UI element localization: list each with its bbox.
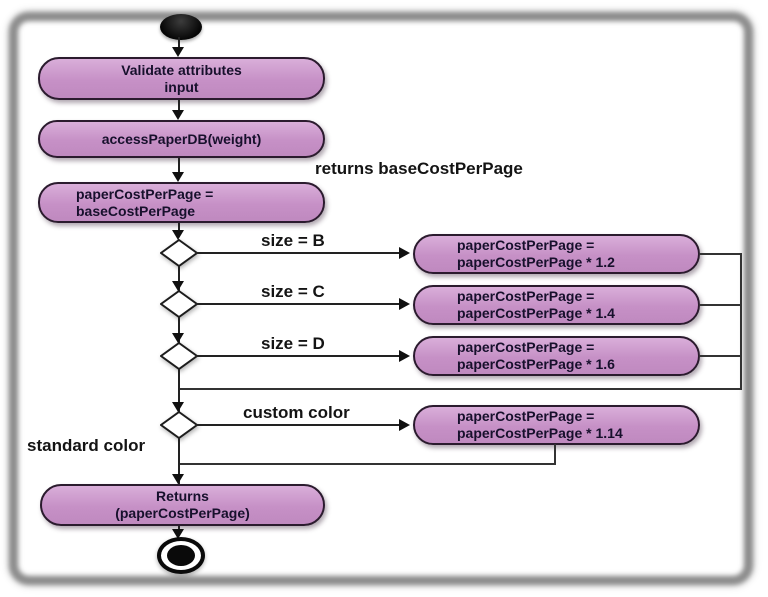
activity-validate-attributes: Validate attributes input (38, 57, 325, 100)
decision-diamond-size-c (160, 290, 198, 318)
activity-label: paperCostPerPage = (457, 339, 595, 355)
arrowhead-icon (399, 350, 410, 362)
activity-label: (paperCostPerPage) (115, 505, 250, 521)
activity-label: paperCostPerPage * 1.14 (457, 425, 623, 441)
activity-label: paperCostPerPage = (76, 185, 214, 202)
guard-custom-color: custom color (243, 403, 350, 422)
connector-line (699, 355, 742, 357)
activity-access-paper-db: accessPaperDB(weight) (38, 120, 325, 158)
activity-label: paperCostPerPage = (457, 288, 595, 304)
activity-label: paperCostPerPage * 1.4 (457, 305, 615, 321)
activity-label: paperCostPerPage = (457, 237, 595, 253)
arrowhead-icon (172, 474, 184, 484)
connector-line (196, 424, 401, 426)
arrowhead-icon (172, 172, 184, 182)
arrowhead-icon (399, 298, 410, 310)
activity-label: baseCostPerPage (76, 202, 196, 219)
activity-label: Validate attributes (121, 61, 242, 78)
arrowhead-icon (172, 47, 184, 57)
activity-label: Returns (156, 488, 209, 504)
connector-line (554, 444, 556, 465)
arrowhead-icon (172, 333, 184, 343)
decision-diamond-color (160, 411, 198, 439)
connector-line (178, 223, 180, 233)
activity-label: paperCostPerPage * 1.2 (457, 254, 615, 270)
guard-size-c: size = C (261, 282, 325, 301)
activity-multiply-1-14: paperCostPerPage = paperCostPerPage * 1.… (413, 405, 700, 445)
arrowhead-icon (399, 419, 410, 431)
arrowhead-icon (172, 281, 184, 291)
initial-node-icon (160, 14, 202, 40)
arrowhead-icon (172, 529, 184, 539)
activity-multiply-1-4: paperCostPerPage = paperCostPerPage * 1.… (413, 285, 700, 325)
connector-line (178, 463, 556, 465)
connector-line (178, 369, 180, 412)
activity-label: paperCostPerPage * 1.6 (457, 356, 615, 372)
decision-diamond-size-b (160, 239, 198, 267)
connector-line (196, 252, 401, 254)
connector-line (178, 100, 180, 114)
connector-line (178, 388, 742, 390)
arrowhead-icon (172, 402, 184, 412)
connector-line (196, 355, 401, 357)
connector-line (699, 253, 742, 255)
arrowhead-icon (172, 230, 184, 240)
connector-line (178, 37, 180, 52)
connector-line (740, 253, 742, 390)
arrowhead-icon (399, 247, 410, 259)
activity-assign-base-cost: paperCostPerPage = baseCostPerPage (38, 182, 325, 223)
guard-standard-color: standard color (27, 436, 146, 455)
connector-line (178, 317, 180, 343)
connector-line (699, 304, 742, 306)
activity-label: accessPaperDB(weight) (101, 130, 262, 147)
activity-returns: Returns (paperCostPerPage) (40, 484, 325, 526)
activity-label: paperCostPerPage = (457, 408, 595, 424)
connector-line (196, 303, 401, 305)
arrowhead-icon (172, 110, 184, 120)
connector-line (178, 266, 180, 291)
connector-line (178, 158, 180, 174)
connector-line (178, 438, 180, 484)
final-node-core (167, 545, 195, 566)
guard-size-b: size = B (261, 231, 325, 250)
final-node-icon (157, 537, 205, 574)
activity-multiply-1-6: paperCostPerPage = paperCostPerPage * 1.… (413, 336, 700, 376)
guard-size-d: size = D (261, 334, 325, 353)
activity-multiply-1-2: paperCostPerPage = paperCostPerPage * 1.… (413, 234, 700, 274)
activity-label: input (164, 78, 199, 95)
decision-diamond-size-d (160, 342, 198, 370)
note-returns-basecost: returns baseCostPerPage (315, 159, 523, 178)
